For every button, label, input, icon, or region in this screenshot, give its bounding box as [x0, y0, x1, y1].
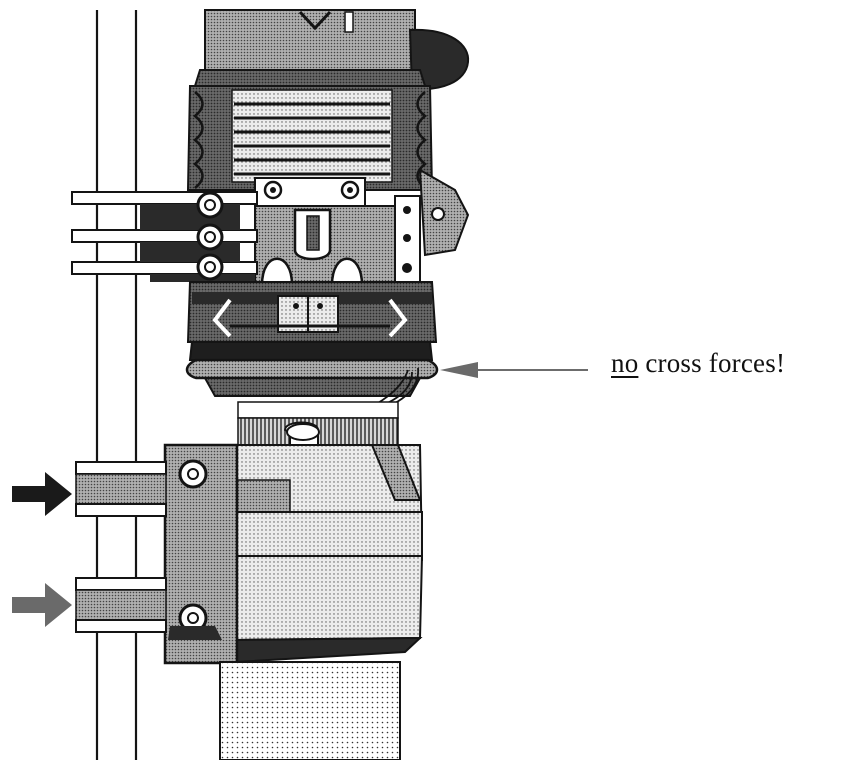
lower-housing — [228, 444, 424, 664]
tool-shaft — [219, 661, 401, 760]
flange-ring — [186, 281, 438, 343]
lower-clamp-bars — [75, 461, 167, 633]
guide-rods — [95, 10, 138, 760]
callout-rest: cross forces! — [638, 348, 786, 378]
upper-bellows — [186, 85, 434, 191]
callout-emphasis: no — [611, 348, 639, 378]
force-arrow-upper — [12, 472, 72, 516]
top-housing — [193, 9, 470, 90]
upper-clamp-bars — [71, 191, 258, 282]
compliance-ring — [185, 341, 439, 397]
callout-label: no cross forces! — [611, 348, 785, 379]
mounting-plate — [163, 443, 239, 665]
callout-arrow — [440, 362, 588, 378]
gripper-block — [254, 168, 470, 287]
force-arrow-lower — [12, 583, 72, 627]
